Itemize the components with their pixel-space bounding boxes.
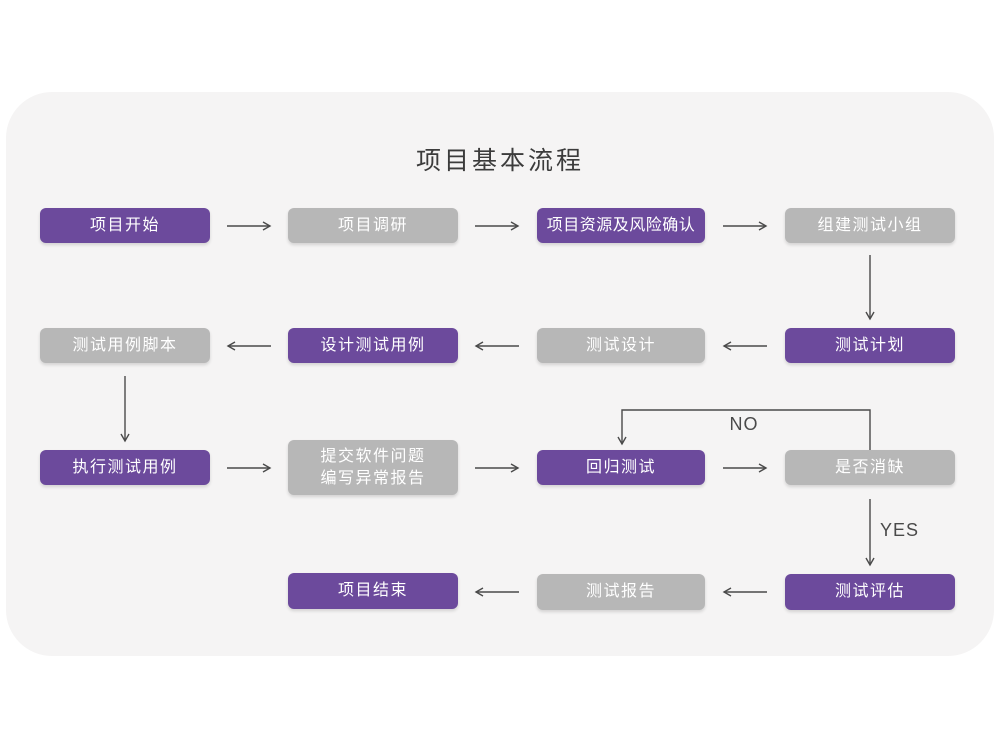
flow-node-label: 项目开始 [89, 216, 160, 234]
flow-node-label: 项目资源及风险确认 [546, 216, 696, 234]
flow-node-project-end: 项目结束 [288, 573, 458, 609]
flow-node-label: 测试计划 [834, 336, 905, 354]
flow-node-label-line2: 编写异常报告 [320, 469, 426, 487]
flow-node-build-test-team: 组建测试小组 [785, 208, 955, 243]
flow-node-label: 执行测试用例 [72, 458, 178, 476]
flow-node-design-test-cases: 设计测试用例 [288, 328, 458, 363]
flow-node-regression-test: 回归测试 [537, 450, 705, 485]
decision-label-yes: YES [880, 520, 920, 540]
flow-node-label: 设计测试用例 [320, 336, 426, 354]
decision-label-no: NO [729, 414, 759, 434]
flow-node-project-research: 项目调研 [288, 208, 458, 243]
flow-node-test-plan: 测试计划 [785, 328, 955, 363]
flow-node-test-evaluation: 测试评估 [785, 574, 955, 610]
flow-node-label: 测试报告 [585, 583, 656, 600]
flow-node-project-start: 项目开始 [40, 208, 210, 243]
flow-node-label: 项目结束 [337, 582, 408, 599]
page-title: 项目基本流程 [415, 147, 584, 175]
flow-node-label: 回归测试 [585, 458, 656, 476]
flow-node-test-design: 测试设计 [537, 328, 705, 363]
flow-node-label: 项目调研 [337, 216, 408, 234]
flow-node-label: 测试评估 [834, 583, 905, 600]
flow-node-resource-risk-confirm: 项目资源及风险确认 [537, 208, 705, 243]
flow-node-label: 测试用例脚本 [72, 336, 178, 354]
flow-node-execute-test-cases: 执行测试用例 [40, 450, 210, 485]
flow-node-defect-resolved: 是否消缺 [785, 450, 955, 485]
flow-node-label: 测试设计 [585, 336, 656, 354]
flow-node-label: 是否消缺 [834, 458, 905, 476]
flowchart-card [6, 92, 994, 656]
flow-node-test-case-scripts: 测试用例脚本 [40, 328, 210, 363]
flow-node-test-report: 测试报告 [537, 574, 705, 610]
flow-node-label: 组建测试小组 [817, 216, 923, 234]
flow-node-label-line1: 提交软件问题 [320, 447, 426, 465]
flow-node-submit-issue-report: 提交软件问题 编写异常报告 [288, 440, 458, 495]
